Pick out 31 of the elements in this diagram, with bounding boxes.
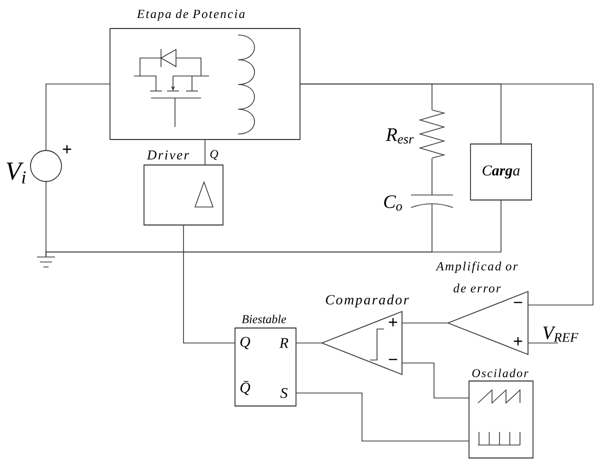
reference-label: V$_{REF}$ bbox=[543, 326, 578, 342]
pin-label: S bbox=[280, 388, 288, 398]
load-box: Carga bbox=[470, 144, 532, 200]
block-title: Amplificad or de error bbox=[436, 262, 518, 292]
pin-label: R bbox=[279, 338, 288, 348]
wire bbox=[300, 84, 594, 306]
wire bbox=[46, 84, 110, 150]
component-label: C$_{o}$ bbox=[384, 195, 402, 211]
block-title: Etapa de Potencia bbox=[136, 9, 245, 21]
block-title: Oscilador bbox=[472, 368, 528, 378]
component-label: R$_{esr}$ bbox=[386, 128, 414, 144]
ground-symbol bbox=[36, 256, 56, 268]
wire bbox=[183, 225, 235, 344]
block-title: Driver bbox=[146, 150, 190, 160]
polarity-sign: + bbox=[62, 145, 72, 154]
pin-label: Q bbox=[240, 336, 250, 350]
wire bbox=[402, 322, 448, 324]
wire bbox=[296, 342, 322, 344]
source-label: V$_{i}$ bbox=[6, 162, 26, 184]
wire bbox=[402, 362, 469, 398]
wire bbox=[528, 342, 558, 344]
pin-label: Q̄ bbox=[240, 381, 250, 395]
input-sign: − bbox=[514, 302, 522, 304]
input-sign: + bbox=[388, 318, 398, 326]
block-title: Comparador bbox=[326, 294, 409, 308]
signal-label: Q bbox=[210, 150, 218, 160]
wire bbox=[296, 392, 469, 442]
input-sign: − bbox=[388, 358, 398, 360]
input-sign: + bbox=[514, 337, 522, 346]
block-title: Biestable bbox=[242, 314, 286, 324]
wire bbox=[204, 140, 206, 165]
